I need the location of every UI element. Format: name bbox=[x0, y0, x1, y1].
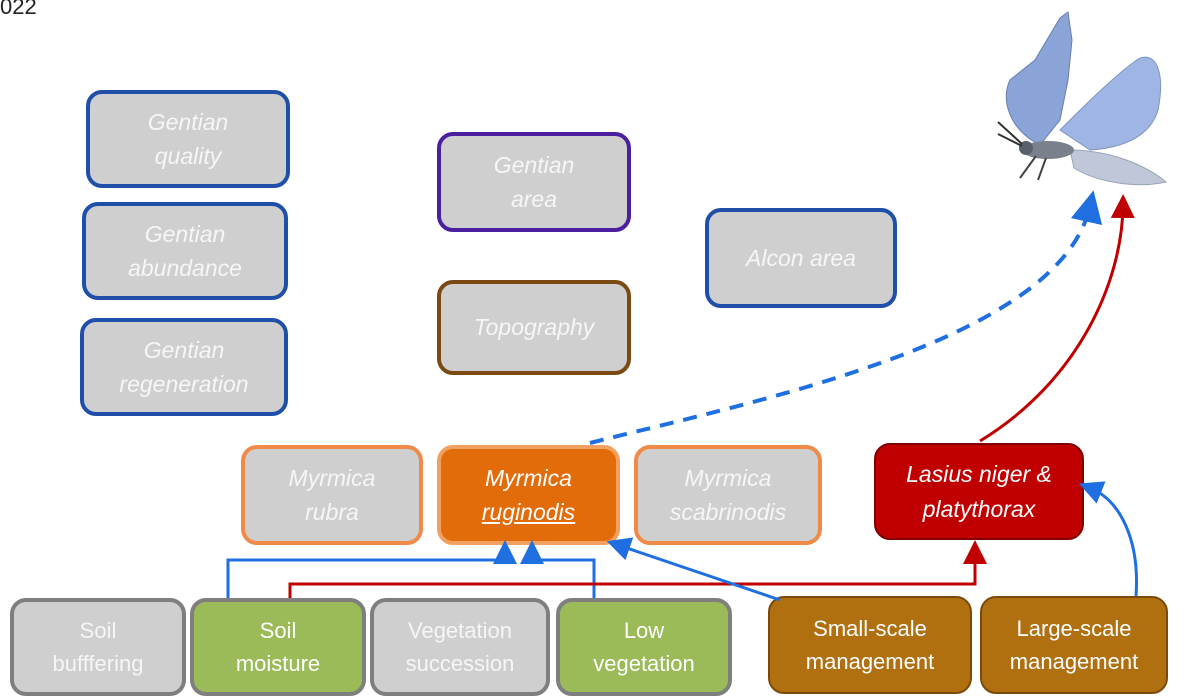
box-label: Gentian bbox=[493, 151, 575, 178]
box-label: Alcon area bbox=[746, 244, 856, 271]
box-label: vegetation bbox=[593, 651, 695, 676]
box-label: abundance bbox=[128, 255, 242, 281]
vegetation-succession-box: Vegetation succession bbox=[370, 598, 550, 696]
soil-moisture-box: Soil moisture bbox=[190, 598, 366, 696]
arrow-large-scale-to-lasius bbox=[1078, 481, 1139, 597]
box-label: ruginodis bbox=[481, 499, 576, 525]
gentian-quality-box: Gentian quality bbox=[86, 90, 290, 188]
box-label: Large-scale bbox=[1016, 616, 1132, 641]
gentian-regeneration-box: Gentian regeneration bbox=[80, 318, 288, 416]
box-label: Gentian bbox=[144, 220, 226, 247]
box-label: succession bbox=[405, 651, 515, 676]
box-label: Low bbox=[623, 618, 665, 643]
arrow-low-vegetation-to-ruginodis bbox=[520, 540, 596, 598]
gentian-area-box: Gentian area bbox=[437, 132, 631, 232]
corner-text: 022 bbox=[0, 0, 37, 19]
box-label: Vegetation bbox=[408, 618, 512, 643]
box-label: management bbox=[1009, 649, 1139, 674]
myrmica-scabrinodis-box: Myrmica scabrinodis bbox=[634, 445, 822, 545]
arrow-small-scale-to-ruginodis bbox=[606, 537, 781, 602]
arrow-soil-moisture-to-lasius bbox=[288, 540, 987, 598]
myrmica-rubra-box: Myrmica rubra bbox=[241, 445, 423, 545]
gentian-abundance-box: Gentian abundance bbox=[82, 202, 288, 300]
box-label: moisture bbox=[235, 651, 321, 676]
box-label: quality bbox=[154, 143, 222, 169]
soil-buffering-box: Soil bufffering bbox=[10, 598, 186, 696]
box-label: Gentian bbox=[143, 336, 225, 363]
box-label: Lasius niger & bbox=[906, 461, 1052, 487]
lasius-box: Lasius niger & platythorax bbox=[874, 443, 1084, 540]
box-label: Myrmica bbox=[288, 464, 376, 491]
box-label: Myrmica bbox=[485, 464, 572, 491]
low-vegetation-box: Low vegetation bbox=[556, 598, 732, 696]
box-label: platythorax bbox=[922, 495, 1036, 522]
arrow-lasius-to-butterfly bbox=[979, 194, 1135, 443]
small-scale-management-box: Small-scale management bbox=[768, 596, 972, 694]
box-label: Topography bbox=[473, 314, 595, 341]
box-label: rubra bbox=[305, 499, 359, 525]
box-label: regeneration bbox=[119, 371, 249, 397]
large-scale-management-box: Large-scale management bbox=[980, 596, 1168, 694]
butterfly-icon bbox=[997, 11, 1168, 186]
box-label: area bbox=[510, 186, 558, 212]
box-label: Soil bbox=[259, 618, 297, 643]
myrmica-ruginodis-box: Myrmica ruginodis bbox=[437, 445, 620, 545]
box-label: management bbox=[805, 649, 935, 674]
box-label: Small-scale bbox=[813, 616, 927, 641]
box-label: scabrinodis bbox=[669, 499, 787, 525]
arrow-soil-moisture-to-ruginodis bbox=[226, 540, 517, 598]
box-label: Myrmica bbox=[684, 464, 772, 491]
alcon-area-box: Alcon area bbox=[705, 208, 897, 308]
box-label: Gentian bbox=[147, 108, 229, 135]
box-label: Soil bbox=[79, 618, 117, 643]
topography-box: Topography bbox=[437, 280, 631, 375]
box-label: bufffering bbox=[52, 651, 144, 676]
dashed-arrow-ruginodis-to-butterfly bbox=[589, 190, 1103, 445]
